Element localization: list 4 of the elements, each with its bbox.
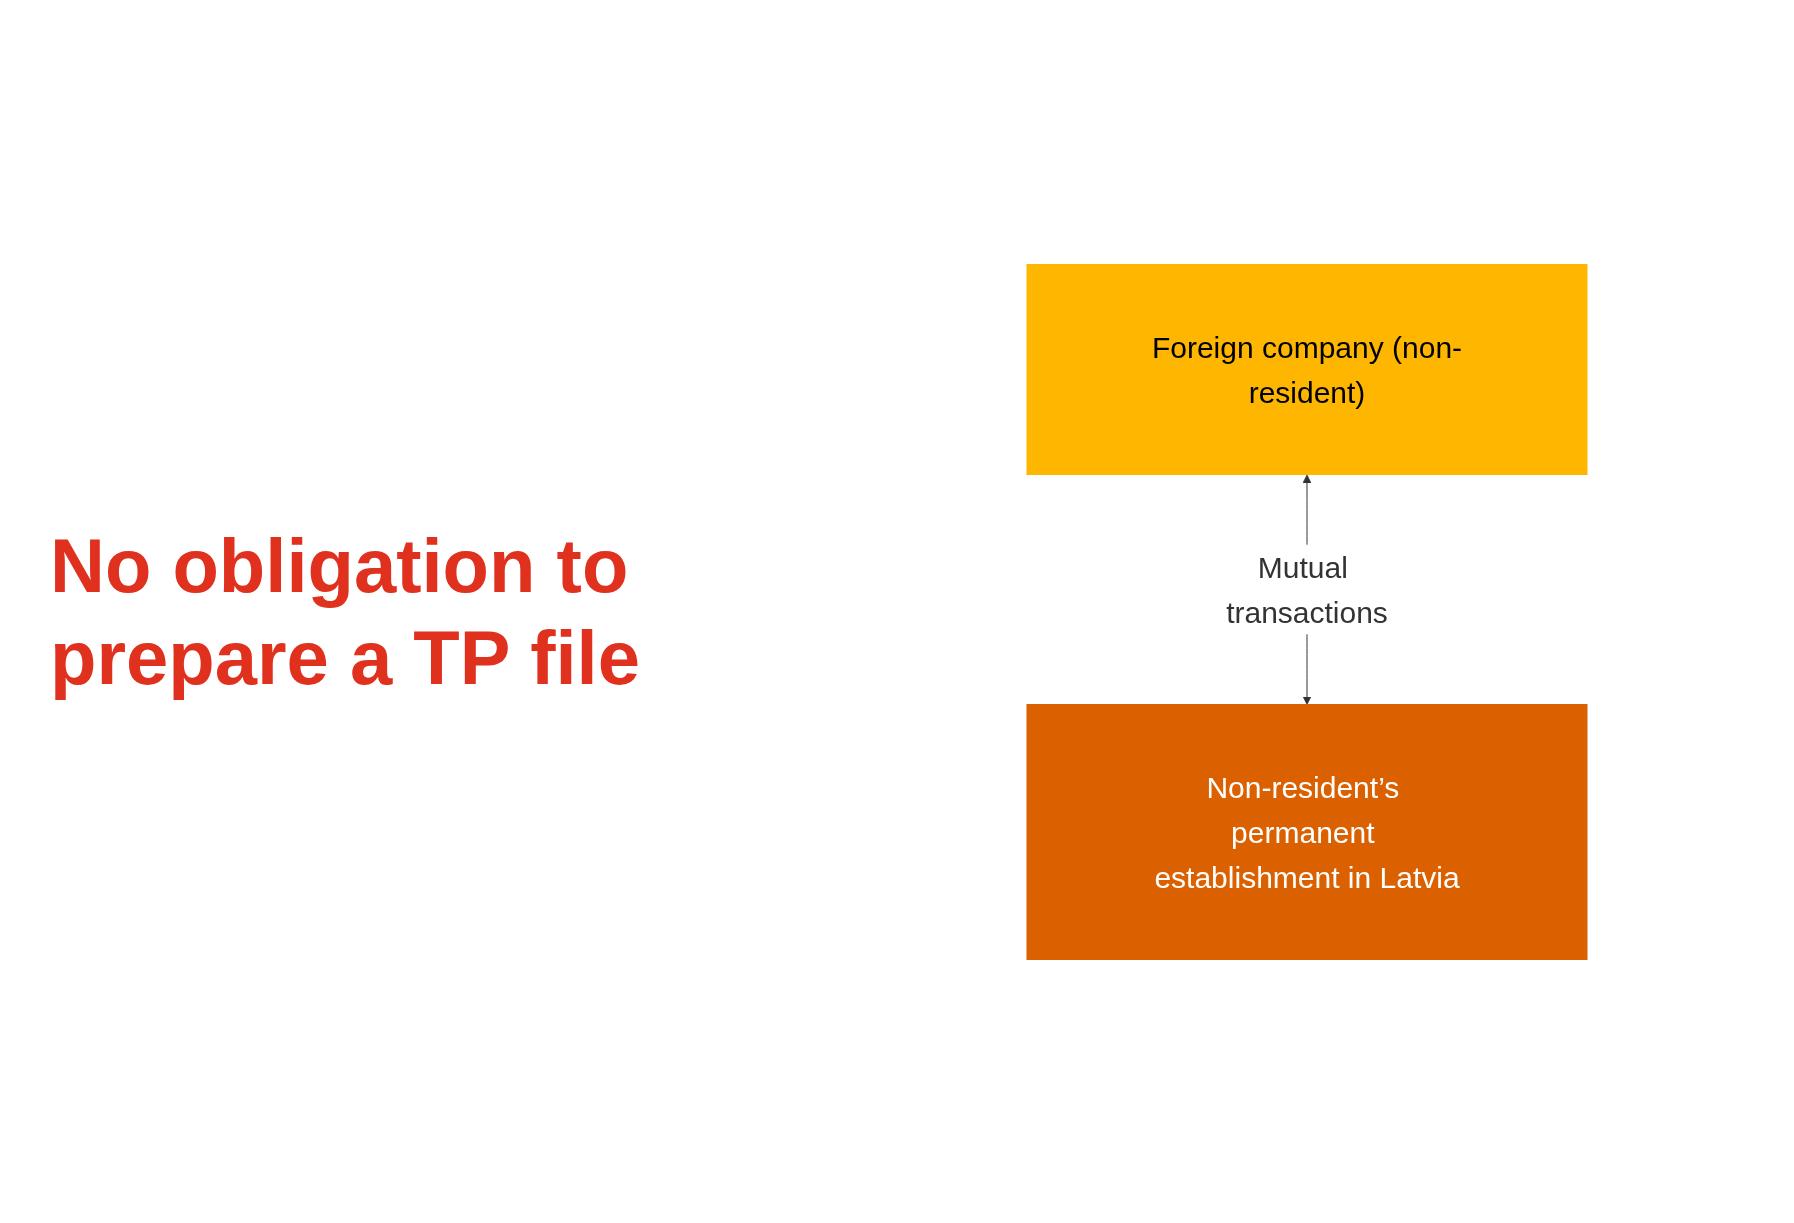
node-box: Foreign company (non-resident) [1026,263,1588,475]
note-text: No obligation to prepare a TP file [50,522,641,702]
node-box: Non-resident’s permanent establishment in Latvia [1026,703,1588,960]
edge-label: Mutual transactions [1226,550,1388,628]
